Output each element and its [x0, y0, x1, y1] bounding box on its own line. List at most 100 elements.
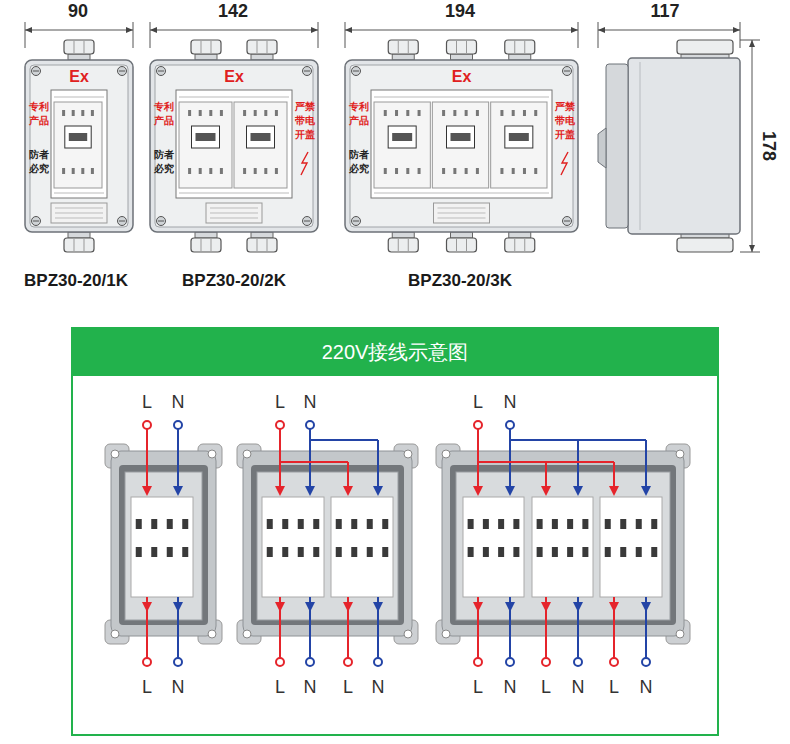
terminal-mark: [476, 110, 479, 116]
screw-slot: [304, 71, 310, 72]
terminal-slot: [313, 547, 319, 557]
terminal-slot: [382, 547, 388, 557]
gland-nut: [505, 238, 535, 252]
neutral-wire: [645, 440, 647, 488]
warning-note: 严禁带电开盖: [554, 100, 575, 142]
terminal-circle: [143, 658, 151, 666]
model-name: BPZ30-20/3K: [408, 272, 512, 291]
terminal-slot: [182, 519, 188, 529]
gland-edge: [74, 41, 75, 53]
breaker-panel: [176, 90, 292, 198]
nameplate-line: [210, 208, 258, 209]
breaker-module: [432, 102, 488, 188]
mounting-hole: [676, 630, 684, 638]
dimension-arrow: [749, 40, 755, 47]
terminal-mark: [254, 110, 257, 116]
gland-edge: [84, 41, 85, 53]
nameplate-line: [210, 218, 258, 219]
dimension-arrow: [126, 27, 133, 33]
breaker-module: [179, 102, 232, 188]
neutral-wire: [177, 429, 179, 488]
panel-strip: [374, 97, 549, 98]
screw: [303, 67, 312, 76]
wire-arrow: [305, 602, 315, 612]
nameplate: [206, 203, 262, 223]
line-wire: [613, 462, 615, 488]
nameplate-line: [55, 213, 103, 214]
gland-edge: [408, 239, 409, 251]
terminal-mark: [512, 168, 515, 174]
panel-strip: [54, 97, 104, 98]
terminal-mark: [500, 110, 503, 116]
mounting-hole: [243, 630, 251, 638]
gland-edge: [466, 239, 467, 251]
terminal-circle: [344, 658, 352, 666]
gland-neck: [68, 232, 90, 238]
wire-arrow: [142, 486, 152, 496]
gland-neck: [195, 232, 217, 238]
dimension-tick: [345, 22, 346, 48]
terminal-mark: [188, 110, 191, 116]
ex-mark: Ex: [452, 68, 472, 86]
wire-arrow: [609, 602, 619, 612]
terminal-mark: [62, 168, 65, 174]
terminal-slot: [298, 519, 304, 529]
screw-slot: [158, 221, 164, 222]
enclosure-body: [150, 60, 318, 232]
terminal-mark: [199, 110, 202, 116]
breaker-toggle: [69, 133, 87, 141]
terminal-mark: [476, 168, 479, 174]
gland-edge: [524, 239, 525, 251]
gland-neck: [392, 232, 414, 238]
screw-slot: [158, 71, 164, 72]
dimension-tick: [578, 22, 579, 48]
terminal-label: L: [273, 678, 287, 698]
terminal-label: N: [302, 393, 319, 413]
gland-edge: [408, 41, 409, 53]
enclosure-box: Ex专利产品防者必究严禁带电开盖: [150, 60, 318, 232]
gland-edge: [211, 41, 212, 53]
terminal-circle: [143, 421, 151, 429]
nameplate-line: [438, 213, 486, 214]
terminal-circle: [276, 658, 284, 666]
gland-edge: [524, 41, 525, 53]
dimension-arrow: [150, 27, 157, 33]
terminal-mark: [395, 110, 398, 116]
wire-arrow: [641, 602, 651, 612]
terminal-slot: [468, 547, 474, 557]
terminal-slot: [567, 547, 573, 557]
wire-arrow: [541, 486, 551, 496]
terminal-label: N: [570, 678, 587, 698]
breaker-handle: [388, 126, 416, 148]
terminal-label: N: [638, 678, 655, 698]
line-wire: [146, 429, 148, 488]
enclosure-drawing: [150, 40, 318, 252]
breaker: [131, 497, 193, 597]
line-wire: [279, 429, 281, 488]
wiring: [275, 421, 383, 666]
breaker-handle: [447, 126, 475, 148]
breaker: [463, 497, 524, 597]
terminal-slot: [651, 519, 657, 529]
dimension-arrow: [571, 27, 578, 33]
terminal-mark: [418, 168, 421, 174]
gland-neck: [509, 232, 531, 238]
terminal-label: N: [170, 393, 187, 413]
ex-mark: Ex: [224, 68, 244, 86]
screw-slot: [119, 221, 125, 222]
dimension-tick: [133, 22, 134, 48]
mounting-plate: [257, 472, 398, 620]
terminal-slot: [567, 519, 573, 529]
wire-arrow: [275, 602, 285, 612]
wire-arrow: [173, 602, 183, 612]
model-name: BPZ30-20/1K: [24, 272, 128, 291]
terminal-mark: [275, 168, 278, 174]
screw: [157, 67, 166, 76]
terminal-mark: [81, 110, 84, 116]
terminal-mark: [243, 110, 246, 116]
dimension-value: 178: [758, 129, 778, 163]
enclosure-lid: [155, 65, 313, 227]
dimension-arrow: [733, 27, 740, 33]
terminal-slot: [382, 519, 388, 529]
